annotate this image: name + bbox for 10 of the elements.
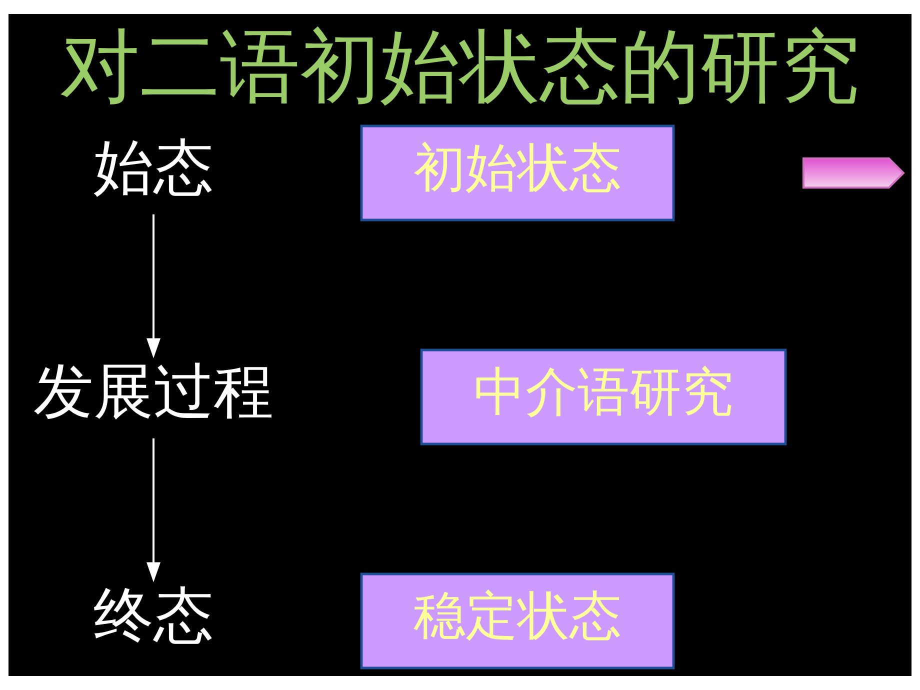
node-text: 终态 xyxy=(94,581,214,651)
node-text: 始态 xyxy=(94,133,214,203)
node-box: 初始状态 xyxy=(360,124,675,222)
diagram-title: 对二语初始状态的研究 xyxy=(60,20,860,113)
arrow xyxy=(146,438,160,582)
node-box: 中介语研究 xyxy=(420,348,787,446)
node-text: 发展过程 xyxy=(34,357,274,427)
arrow xyxy=(146,214,160,358)
node-box: 稳定状态 xyxy=(360,572,675,670)
node-chevron xyxy=(802,157,905,189)
